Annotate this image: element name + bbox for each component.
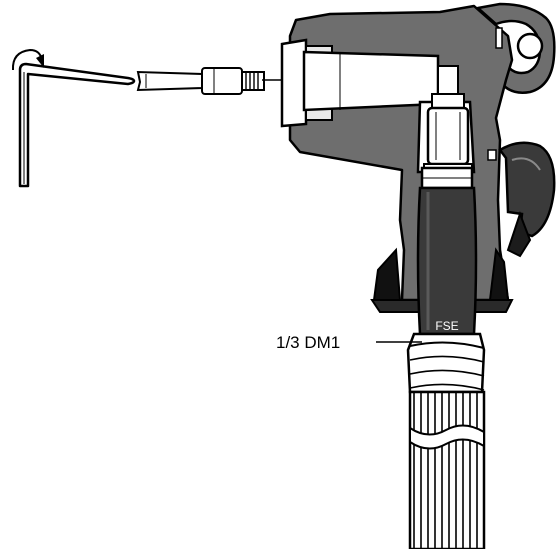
- allen-key-icon: [18, 62, 136, 188]
- threaded-pin-icon: [136, 67, 265, 95]
- rotation-arrow-icon: [11, 48, 44, 71]
- cable-marking-label: FSE: [435, 319, 458, 333]
- cable-assembly: [406, 166, 486, 549]
- position-callout-label: 1/3 DM1: [276, 333, 340, 352]
